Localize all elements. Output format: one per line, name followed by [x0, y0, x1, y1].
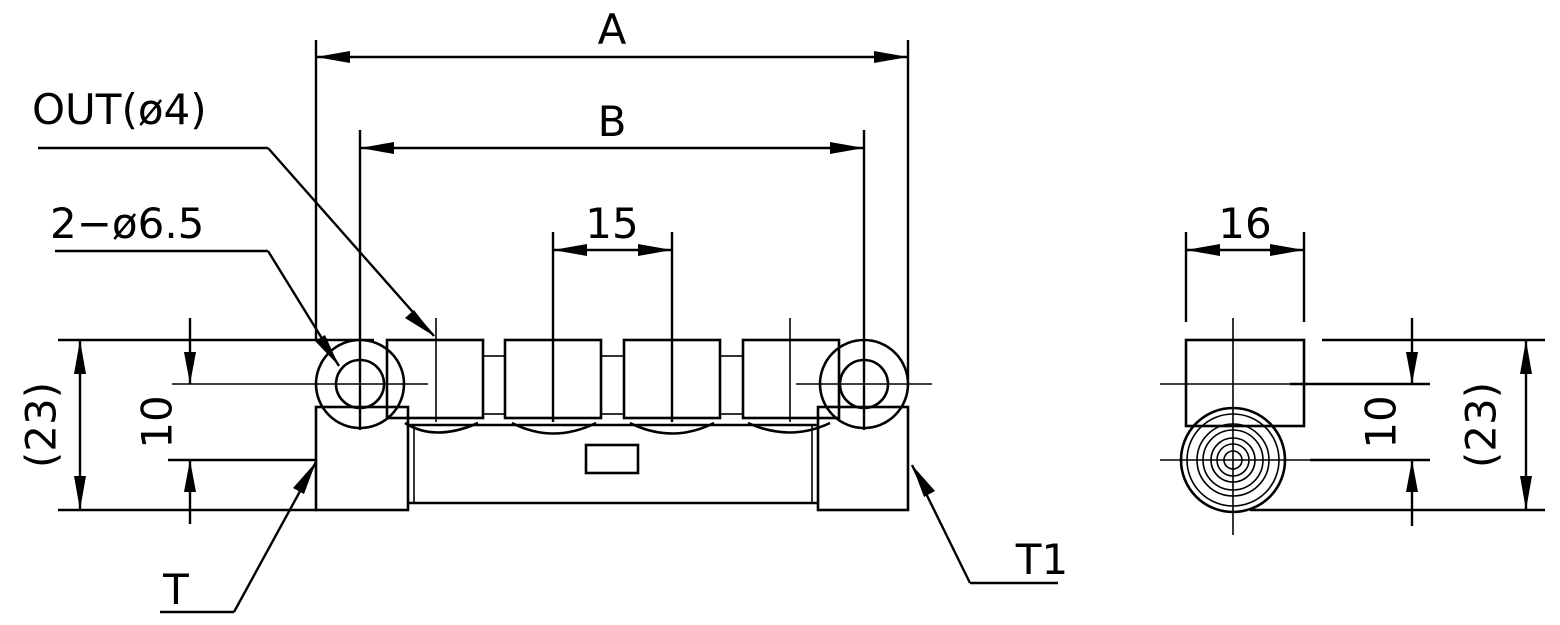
- side-height-dimension: (23): [1250, 340, 1545, 512]
- side-width-dimension: 16: [1184, 199, 1306, 322]
- side-10-label: 10: [1357, 395, 1406, 448]
- side-view: 16 10: [1160, 199, 1545, 535]
- holes-leader: 2−ø6.5: [50, 199, 341, 367]
- side-centerlines: [1160, 318, 1310, 535]
- dim-pitch-label: 15: [585, 199, 638, 248]
- front-height-dimension: (23): [17, 338, 374, 512]
- dimension-pitch: 15: [551, 199, 674, 422]
- t-leader: T: [160, 461, 318, 614]
- dim-a-label: A: [598, 5, 627, 54]
- manifold-body: [314, 338, 910, 512]
- dimension-a: A: [314, 5, 910, 380]
- t1-label: T1: [1015, 535, 1068, 584]
- front-height-label: (23): [17, 382, 66, 468]
- dim-b-label: B: [598, 97, 627, 146]
- side-10-dimension: 10: [1290, 318, 1545, 526]
- side-width-label: 16: [1218, 199, 1271, 248]
- front-centerlines: [172, 318, 932, 430]
- front-10-dimension: 10: [133, 318, 316, 524]
- t-label: T: [162, 565, 189, 614]
- front-view: A B 15 OUT(ø4) 2−ø6.5: [17, 5, 1069, 614]
- out-label: OUT(ø4): [32, 85, 207, 134]
- t1-leader: T1: [910, 464, 1068, 585]
- side-height-label: (23): [1457, 382, 1506, 468]
- front-10-label: 10: [133, 395, 182, 448]
- dimension-b: B: [358, 97, 866, 430]
- out-leader: OUT(ø4): [32, 85, 435, 337]
- side-body: [1179, 338, 1306, 514]
- holes-label: 2−ø6.5: [50, 199, 204, 248]
